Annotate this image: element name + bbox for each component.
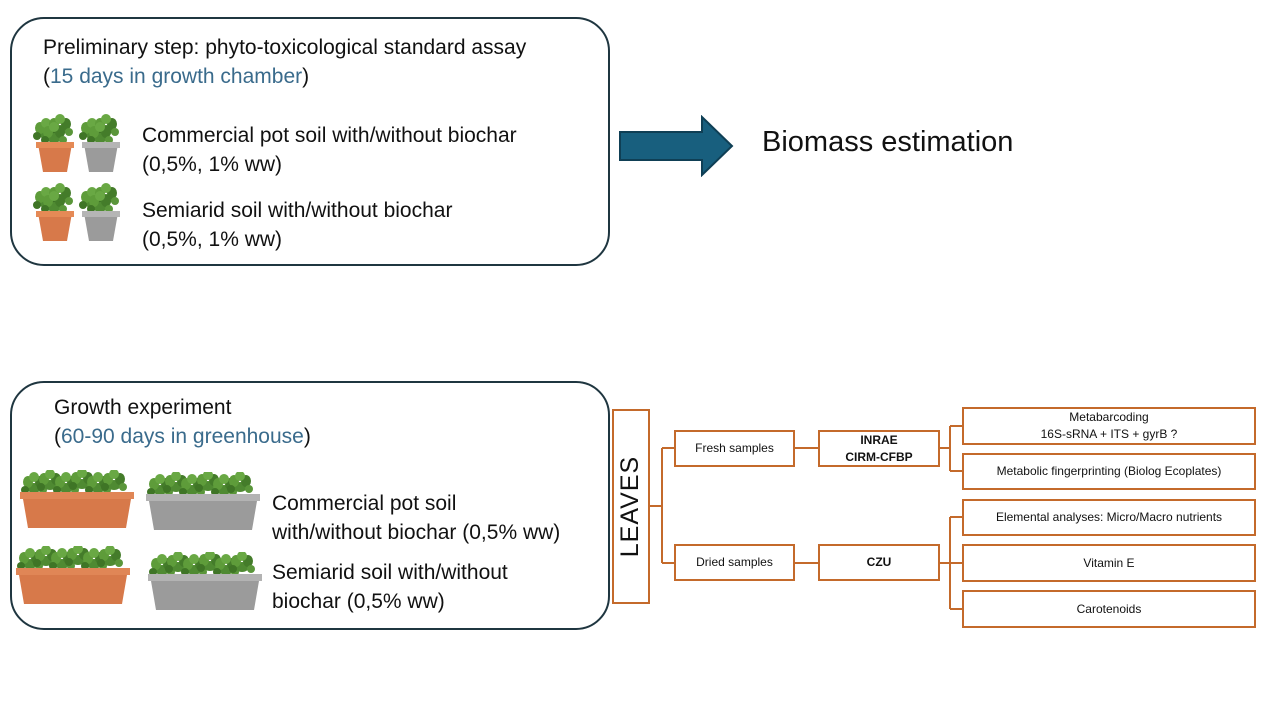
preliminary-step-panel (10, 17, 610, 266)
planter-box-terracotta-icon (16, 546, 130, 604)
planter-box-terracotta-icon (20, 470, 134, 528)
potted-plant-grey-icon (79, 114, 120, 172)
growth-duration-line: (60-90 days in greenhouse) (54, 425, 311, 448)
analysis-elemental-box: Elemental analyses: Micro/Macro nutrient… (962, 499, 1256, 536)
planter-box-grey-icon (148, 552, 262, 610)
dried-samples-box: Dried samples (674, 544, 795, 581)
preliminary-duration: 15 days in growth chamber (50, 65, 303, 88)
biomass-estimation-label: Biomass estimation (762, 126, 1014, 158)
leaves-root-label: LEAVES (616, 455, 645, 558)
growth-title: Growth experiment (54, 396, 232, 419)
fresh-samples-box: Fresh samples (674, 430, 795, 467)
potted-plant-grey-icon (79, 183, 120, 241)
potted-plant-terracotta-icon (33, 114, 74, 172)
analysis-vitamin-e-box: Vitamin E (962, 544, 1256, 582)
growth-row1-line2: with/without biochar (0,5% ww) (272, 521, 561, 544)
analysis-carotenoids-box: Carotenoids (962, 590, 1256, 628)
leaves-root-box (612, 409, 650, 604)
preliminary-row1-line1: Commercial pot soil with/without biochar (142, 124, 517, 147)
growth-row2-line2: biochar (0,5% ww) (272, 590, 445, 613)
preliminary-row2-line2: (0,5%, 1% ww) (142, 228, 283, 251)
planter-box-grey-icon (146, 472, 260, 530)
preliminary-duration-line: (15 days in growth chamber) (43, 65, 310, 88)
right-arrow-icon (619, 115, 734, 177)
lab-czu-box: CZU (818, 544, 940, 581)
growth-row2-line1: Semiarid soil with/without (272, 561, 508, 584)
preliminary-title: Preliminary step: phyto-toxicological st… (43, 36, 527, 59)
potted-plant-terracotta-icon (33, 183, 74, 241)
growth-duration: 60-90 days in greenhouse (61, 425, 304, 448)
growth-experiment-panel (10, 381, 610, 630)
preliminary-row2-line1: Semiarid soil with/without biochar (142, 199, 453, 222)
preliminary-row1-line2: (0,5%, 1% ww) (142, 153, 283, 176)
analysis-metabolic-box: Metabolic fingerprinting (Biolog Ecoplat… (962, 453, 1256, 490)
growth-row1-line1: Commercial pot soil (272, 492, 457, 515)
